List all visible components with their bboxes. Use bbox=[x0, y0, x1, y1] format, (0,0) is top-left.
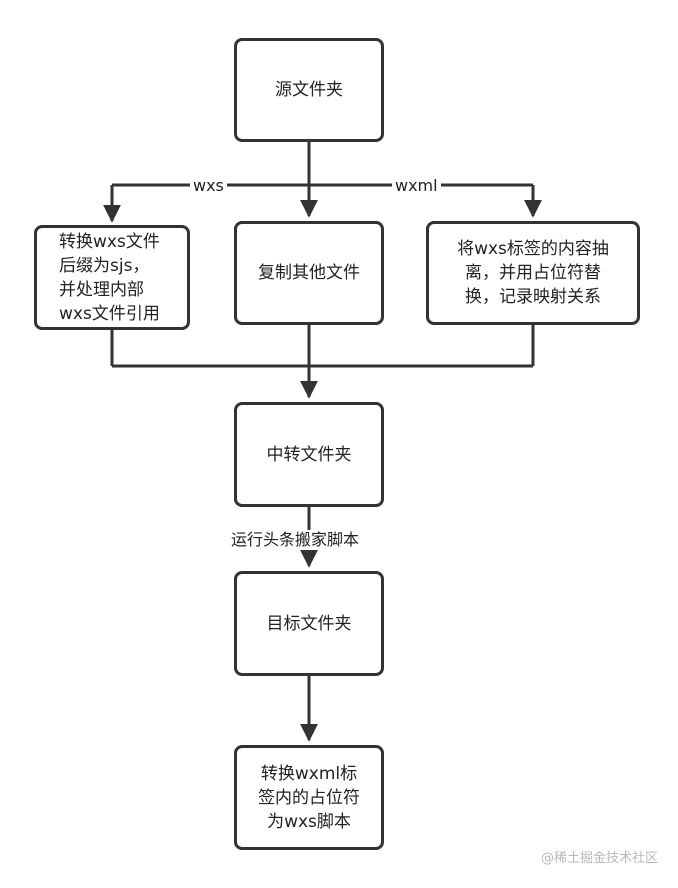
node-target-folder-label: 目标文件夹 bbox=[266, 613, 352, 634]
node-convert-wxs: 转换wxs文件 后缀为sjs， 并处理内部 wxs文件引用 bbox=[34, 225, 190, 330]
node-extract-wxs-label: 将wxs标签的内容抽 离，并用占位符替 换，记录映射关系 bbox=[457, 239, 609, 307]
edge-label-wxs: wxs bbox=[190, 176, 227, 196]
edge-label-wxml: wxml bbox=[392, 176, 441, 196]
node-target-folder: 目标文件夹 bbox=[234, 571, 384, 676]
node-source-folder: 源文件夹 bbox=[234, 38, 384, 142]
node-copy-other-label: 复制其他文件 bbox=[258, 263, 360, 283]
node-replace-placeholder-label: 转换wxml标 签内的占位符 为wxs脚本 bbox=[258, 763, 360, 832]
node-convert-wxs-label: 转换wxs文件 后缀为sjs， 并处理内部 wxs文件引用 bbox=[59, 231, 160, 324]
node-source-folder-label: 源文件夹 bbox=[275, 80, 343, 100]
node-extract-wxs: 将wxs标签的内容抽 离，并用占位符替 换，记录映射关系 bbox=[426, 221, 640, 325]
node-replace-placeholder: 转换wxml标 签内的占位符 为wxs脚本 bbox=[234, 745, 384, 850]
node-transit-folder: 中转文件夹 bbox=[234, 402, 384, 507]
node-transit-folder-label: 中转文件夹 bbox=[266, 444, 352, 465]
edge-label-run-script: 运行头条搬家脚本 bbox=[228, 530, 363, 550]
watermark: @稀土掘金技术社区 bbox=[540, 851, 658, 866]
node-copy-other: 复制其他文件 bbox=[234, 221, 384, 325]
